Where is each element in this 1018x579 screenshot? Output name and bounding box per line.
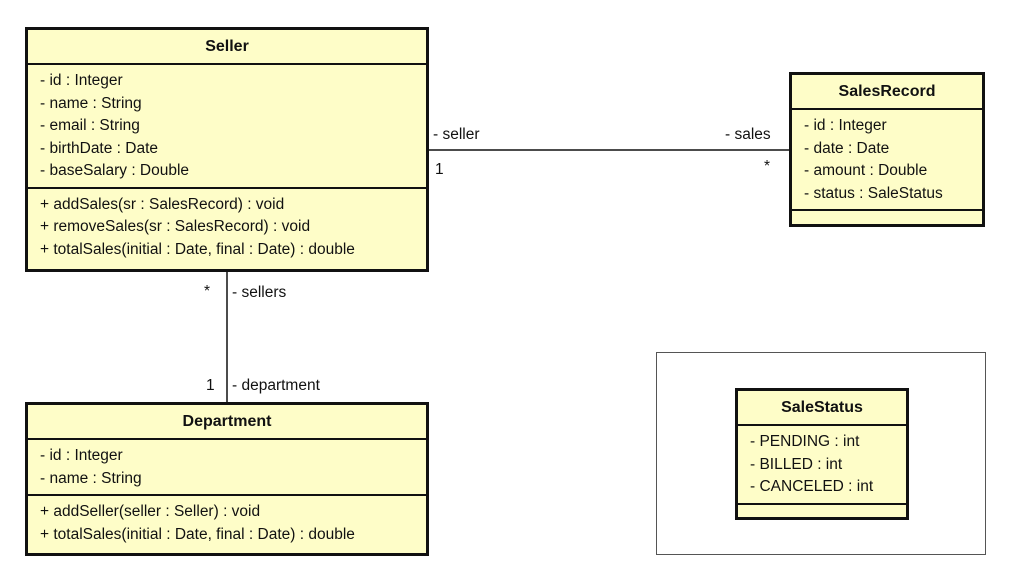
class-name-salesrecord: SalesRecord bbox=[792, 75, 982, 110]
department-attributes: - id : Integer - name : String bbox=[28, 440, 426, 496]
salestatus-attributes: - PENDING : int - BILLED : int - CANCELE… bbox=[738, 426, 906, 505]
role-label-sellers: - sellers bbox=[232, 284, 287, 301]
operation: + totalSales(initial : Date, final : Dat… bbox=[40, 525, 355, 543]
class-name-department: Department bbox=[28, 405, 426, 440]
role-label-seller: - seller bbox=[433, 126, 480, 143]
attribute: - name : String bbox=[40, 94, 142, 112]
operation: + totalSales(initial : Date, final : Dat… bbox=[40, 240, 355, 258]
salestatus-operations bbox=[738, 505, 906, 514]
class-name-salestatus: SaleStatus bbox=[738, 391, 906, 426]
attribute: - id : Integer bbox=[40, 447, 123, 464]
multiplicity-label-sellers: * bbox=[204, 283, 211, 300]
class-department[interactable]: Department - id : Integer - name : Strin… bbox=[25, 402, 429, 556]
attribute: - baseSalary : Double bbox=[40, 162, 190, 179]
attribute: - BILLED : int bbox=[750, 455, 843, 473]
class-salesrecord[interactable]: SalesRecord - id : Integer - date : Date… bbox=[789, 72, 985, 227]
attribute: - name : String bbox=[40, 469, 142, 487]
attribute: - id : Integer bbox=[804, 117, 887, 134]
operation: + addSales(sr : SalesRecord) : void bbox=[40, 195, 285, 213]
attribute: - status : SaleStatus bbox=[804, 184, 943, 202]
salesrecord-operations bbox=[792, 211, 982, 220]
class-seller[interactable]: Seller - id : Integer - name : String - … bbox=[25, 27, 429, 272]
operation: + removeSales(sr : SalesRecord) : void bbox=[40, 218, 311, 235]
seller-operations: + addSales(sr : SalesRecord) : void + re… bbox=[28, 189, 426, 266]
role-label-department: - department bbox=[232, 377, 320, 394]
seller-attributes: - id : Integer - name : String - email :… bbox=[28, 65, 426, 189]
attribute: - amount : Double bbox=[804, 162, 928, 179]
attribute: - email : String bbox=[40, 117, 140, 134]
attribute: - id : Integer bbox=[40, 72, 123, 89]
attribute: - birthDate : Date bbox=[40, 139, 159, 157]
attribute: - PENDING : int bbox=[750, 433, 860, 450]
department-operations: + addSeller(seller : Seller) : void + to… bbox=[28, 496, 426, 550]
multiplicity-label-department: 1 bbox=[206, 377, 215, 394]
attribute: - CANCELED : int bbox=[750, 478, 874, 495]
class-name-seller: Seller bbox=[28, 30, 426, 65]
multiplicity-label-seller: 1 bbox=[435, 161, 444, 178]
attribute: - date : Date bbox=[804, 139, 890, 157]
salesrecord-attributes: - id : Integer - date : Date - amount : … bbox=[792, 110, 982, 211]
role-label-sales: - sales bbox=[725, 126, 771, 143]
multiplicity-label-sales: * bbox=[764, 158, 771, 175]
operation: + addSeller(seller : Seller) : void bbox=[40, 503, 261, 520]
class-salestatus[interactable]: SaleStatus - PENDING : int - BILLED : in… bbox=[735, 388, 909, 520]
